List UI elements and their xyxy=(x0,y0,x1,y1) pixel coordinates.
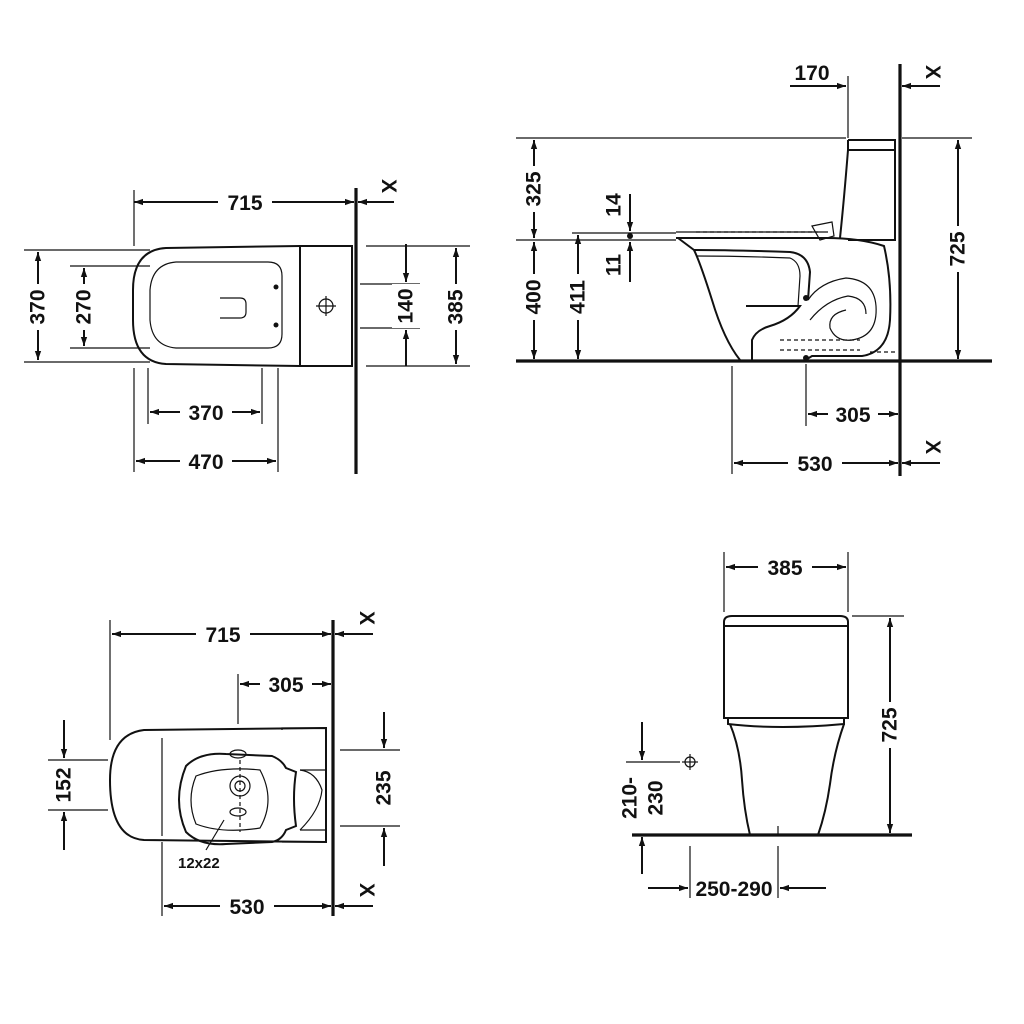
floor-projection: 530 xyxy=(229,896,264,919)
floor-foot-width: 235 xyxy=(373,770,396,805)
side-seat-height: 400 xyxy=(523,279,546,314)
top-overall-length: 715 xyxy=(227,192,262,215)
floor-wall-mark-top: X xyxy=(355,611,378,625)
side-outlet-distance: 305 xyxy=(835,404,870,427)
top-hole-spacing: 140 xyxy=(395,288,418,323)
floor-outlet-distance: 305 xyxy=(268,674,303,697)
supply-point-marker xyxy=(682,754,698,770)
floor-fixing-label: 12x22 xyxy=(178,855,220,872)
toilet-front-outline xyxy=(723,615,849,836)
side-rim-height: 411 xyxy=(567,280,590,314)
side-projection: 530 xyxy=(797,453,832,476)
floor-overall-length: 715 xyxy=(205,624,240,647)
side-total-height: 725 xyxy=(947,231,970,266)
side-wall-mark-top: X xyxy=(921,65,944,79)
floor-wall-mark-bottom: X xyxy=(355,883,378,897)
side-seat-bottom: 11 xyxy=(603,254,626,277)
floor-fixing-spacing: 152 xyxy=(53,767,76,802)
side-view: 170 X 325 400 411 14 11 725 305 xyxy=(516,62,992,476)
top-bowl-width: 370 xyxy=(27,289,50,324)
front-view: 385 725 210- 230 250-290 xyxy=(619,552,912,901)
floor-view: 715 X 305 152 235 12x22 530 X xyxy=(48,611,400,919)
top-inner-width: 270 xyxy=(73,289,96,324)
side-seat-top: 14 xyxy=(603,193,626,217)
toilet-floor-outline xyxy=(108,726,327,851)
side-tank-height: 325 xyxy=(523,171,546,206)
toilet-side-outline xyxy=(676,139,898,362)
side-tank-offset: 170 xyxy=(794,62,829,85)
top-seat-fix-depth: 370 xyxy=(188,402,223,425)
top-bowl-depth: 470 xyxy=(188,451,223,474)
side-wall-mark-bottom: X xyxy=(921,440,944,454)
front-total-height: 725 xyxy=(879,707,902,742)
top-view: 715 X 370 270 140 385 370 xyxy=(24,179,470,474)
front-supply-height-1: 210- xyxy=(619,777,642,819)
front-supply-offset: 250-290 xyxy=(695,878,772,901)
toilet-top-outline xyxy=(132,245,353,367)
front-tank-width: 385 xyxy=(767,557,802,580)
front-supply-height-2: 230 xyxy=(645,780,668,815)
top-wall-mark: X xyxy=(377,179,400,193)
top-tank-depth: 385 xyxy=(445,289,468,324)
